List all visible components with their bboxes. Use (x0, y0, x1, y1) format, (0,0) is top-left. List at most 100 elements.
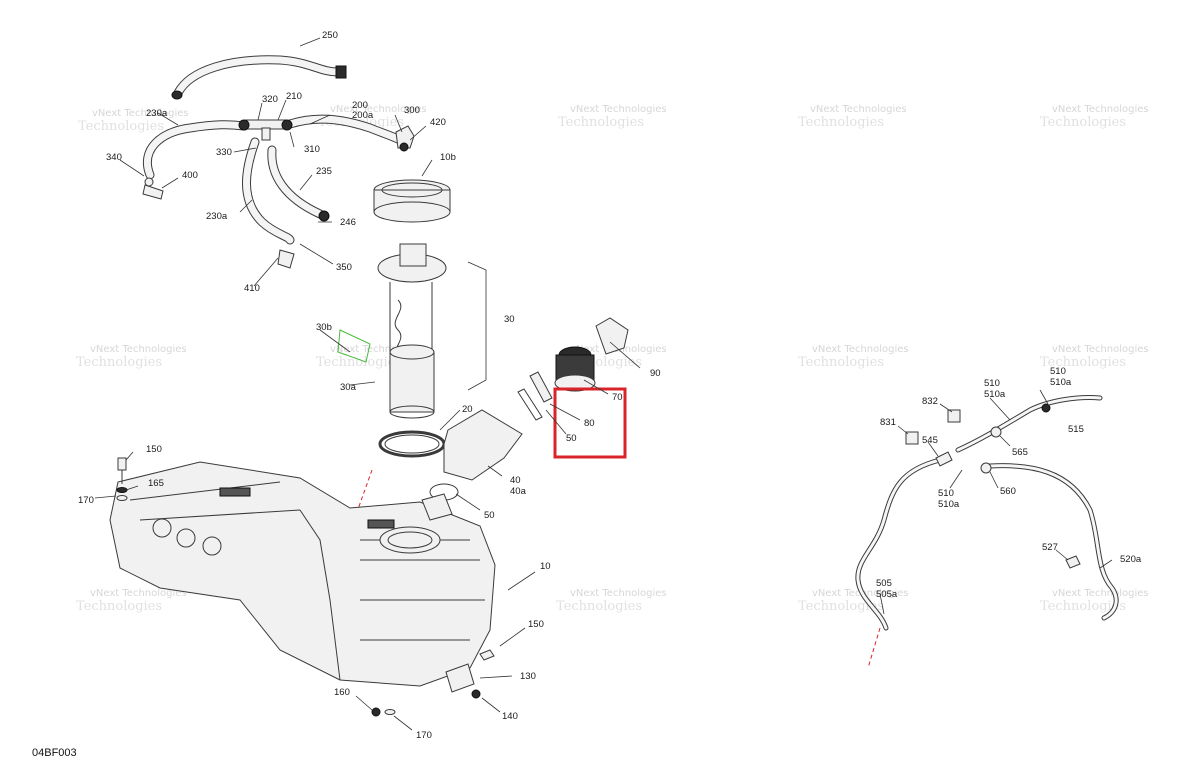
callout-10b[interactable]: 10b (440, 152, 456, 163)
callout-246[interactable]: 246 (340, 217, 356, 228)
callout-250[interactable]: 250 (322, 30, 338, 41)
callout-130[interactable]: 130 (520, 671, 536, 682)
callout-165[interactable]: 165 (148, 478, 164, 489)
callout-510a-top[interactable]: 510a (984, 389, 1006, 400)
callout-300[interactable]: 300 (404, 105, 420, 116)
callout-200a[interactable]: 200a (352, 110, 374, 121)
callout-527[interactable]: 527 (1042, 542, 1058, 553)
callout-30b[interactable]: 30b (316, 322, 332, 333)
vent-line-520a[interactable] (987, 463, 1119, 621)
callout-160[interactable]: 160 (334, 687, 350, 698)
callout-510a[interactable]: 510a (938, 499, 960, 510)
svg-text:vNext Technologies: vNext Technologies (570, 104, 667, 115)
callout-170[interactable]: 170 (416, 730, 432, 741)
callout-310[interactable]: 310 (304, 144, 320, 155)
bolt-150-right[interactable] (479, 649, 495, 661)
fitting-410[interactable] (277, 249, 295, 269)
callout-505[interactable]: 505 (876, 578, 892, 589)
callout-510a-right[interactable]: 510a (1050, 377, 1072, 388)
callout-515[interactable]: 515 (1068, 424, 1084, 435)
callout-140[interactable]: 140 (502, 711, 518, 722)
callout-80[interactable]: 80 (584, 418, 595, 429)
callout-560[interactable]: 560 (1000, 486, 1016, 497)
clamp-515[interactable] (1041, 403, 1051, 413)
callout-330[interactable]: 330 (216, 147, 232, 158)
elbow-fitting-420[interactable] (395, 125, 415, 152)
callout-545[interactable]: 545 (922, 435, 938, 446)
callout-30[interactable]: 30 (504, 314, 515, 325)
gasket-20[interactable] (378, 430, 446, 458)
callout-40[interactable]: 40 (510, 475, 521, 486)
callout-520a[interactable]: 520a (1120, 554, 1142, 565)
hose-230a-upper[interactable] (142, 120, 249, 180)
callout-230a[interactable]: 230a (206, 211, 228, 222)
clamp-50-upper[interactable] (517, 388, 543, 421)
tee-545[interactable] (935, 451, 953, 467)
fuel-tank-10[interactable] (109, 461, 496, 693)
callout-30a[interactable]: 30a (340, 382, 357, 393)
filler-neck-70[interactable] (554, 346, 596, 392)
callout-200[interactable]: 200 (352, 100, 368, 111)
connector-832[interactable] (947, 409, 961, 423)
hose-230a-lower[interactable] (242, 137, 295, 245)
hose-200[interactable] (285, 114, 405, 145)
connector-831[interactable] (905, 431, 919, 445)
callout-350[interactable]: 350 (336, 262, 352, 273)
callout-150[interactable]: 150 (528, 619, 544, 630)
washer-170-bottom[interactable] (384, 709, 396, 715)
tee-fitting-210[interactable] (238, 119, 293, 141)
callout-340[interactable]: 340 (106, 152, 122, 163)
callout-150-top[interactable]: 150 (146, 444, 162, 455)
bolt-150-left[interactable] (117, 457, 127, 484)
svg-text:Technologies: Technologies (78, 119, 164, 134)
fuel-pump-module-30[interactable] (377, 243, 447, 419)
vent-line-505[interactable] (855, 457, 943, 631)
callout-20[interactable]: 20 (462, 404, 473, 415)
callout-510-top[interactable]: 510 (984, 378, 1000, 389)
svg-text:vNext Technologies: vNext Technologies (90, 588, 187, 599)
lock-ring-10b[interactable] (373, 179, 451, 223)
callout-90[interactable]: 90 (650, 368, 661, 379)
callout-505a[interactable]: 505a (876, 589, 898, 600)
callout-320[interactable]: 320 (262, 94, 278, 105)
svg-text:Technologies: Technologies (316, 355, 402, 370)
callout-400[interactable]: 400 (182, 170, 198, 181)
guide-line (867, 627, 881, 669)
callout-510-right[interactable]: 510 (1050, 366, 1066, 377)
callout-10[interactable]: 10 (540, 561, 551, 572)
callout-565[interactable]: 565 (1012, 447, 1028, 458)
callout-70[interactable]: 70 (612, 392, 623, 403)
bracket-30 (467, 261, 487, 391)
callout-230a-top[interactable]: 230a (146, 108, 168, 119)
valve-560[interactable] (980, 462, 992, 474)
callout-40a[interactable]: 40a (510, 486, 527, 497)
callout-831[interactable]: 831 (880, 417, 896, 428)
callout-832[interactable]: 832 (922, 396, 938, 407)
callout-210[interactable]: 210 (286, 91, 302, 102)
nut-160[interactable] (371, 707, 381, 717)
seal-80[interactable] (529, 371, 553, 403)
callout-420[interactable]: 420 (430, 117, 446, 128)
washer-170-left[interactable] (116, 495, 128, 501)
filler-hose-40[interactable] (443, 409, 523, 481)
callout-170-top[interactable]: 170 (78, 495, 94, 506)
washer-165[interactable] (116, 487, 128, 493)
svg-text:vNext Technologies: vNext Technologies (810, 104, 907, 115)
callout-235[interactable]: 235 (316, 166, 332, 177)
bolt-140[interactable] (471, 689, 481, 699)
callout-510[interactable]: 510 (938, 488, 954, 499)
valve-565[interactable] (990, 426, 1002, 438)
connector-527[interactable] (1065, 555, 1081, 569)
fitting-400[interactable] (142, 177, 164, 200)
callout-50-top[interactable]: 50 (566, 433, 577, 444)
filter-30b[interactable] (337, 329, 371, 363)
vent-hose-250[interactable] (171, 55, 347, 100)
callout-50[interactable]: 50 (484, 510, 495, 521)
vent-line-510-upper[interactable] (955, 395, 1103, 453)
callout-410[interactable]: 410 (244, 283, 260, 294)
hose-235[interactable] (267, 145, 330, 222)
filler-cap-90[interactable] (595, 317, 629, 355)
svg-text:vNext Technologies: vNext Technologies (92, 108, 189, 119)
